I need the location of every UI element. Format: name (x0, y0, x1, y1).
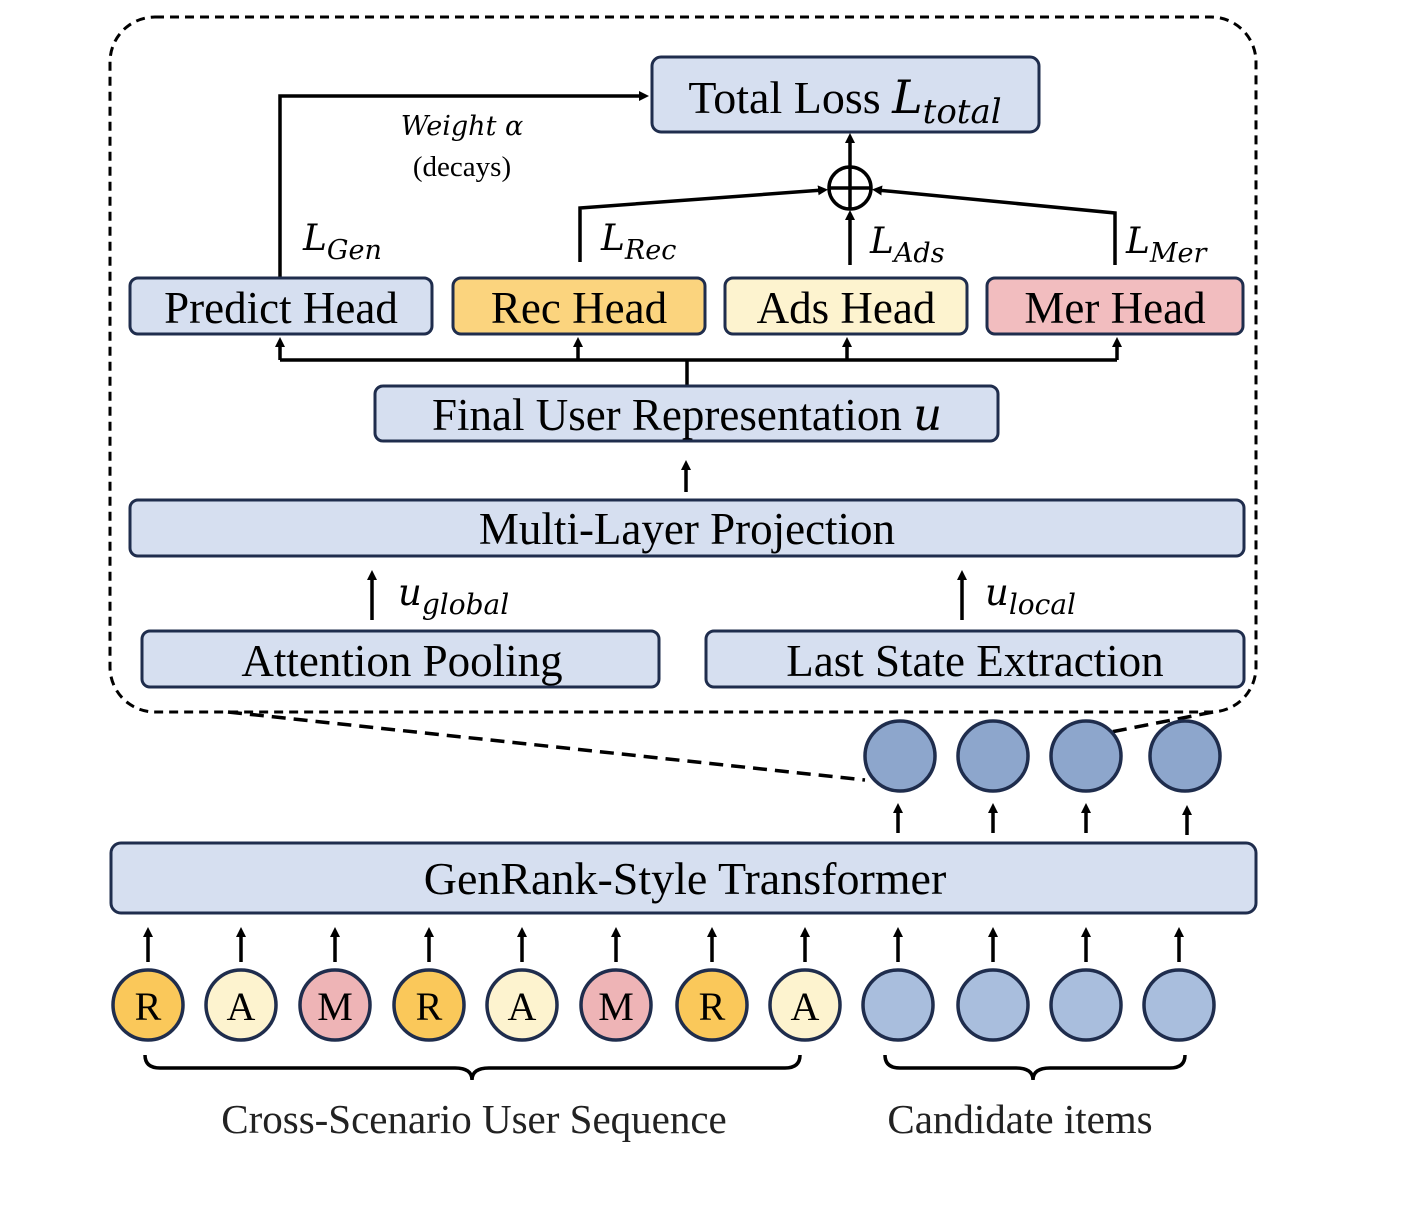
transformer-label: GenRank-Style Transformer (424, 853, 947, 904)
candidate-items-brace (883, 1054, 1187, 1081)
user-sequence-brace (143, 1054, 802, 1081)
L-rec-label: LRec (600, 218, 676, 266)
token-M: M (298, 968, 372, 1042)
token-R: R (675, 968, 749, 1042)
ads-head-label: Ads Head (757, 283, 936, 333)
output-node (1049, 719, 1123, 793)
token-A: A (204, 968, 278, 1042)
multi-layer-projection-label: Multi-Layer Projection (479, 504, 895, 554)
candidate-items-caption: Candidate items (887, 1096, 1152, 1142)
token-M: M (579, 968, 653, 1042)
svg-text:R: R (699, 984, 726, 1029)
transformer-box (109, 841, 1258, 915)
token-R: R (111, 968, 185, 1042)
u-global-label: uglobal (398, 571, 509, 621)
rec-loss-line (578, 185, 828, 262)
mer-head-box (985, 276, 1245, 336)
ads-head-box (723, 276, 969, 336)
output-node (863, 719, 937, 793)
multi-layer-projection-box (128, 498, 1246, 558)
decays-label: (decays) (413, 151, 511, 183)
candidate-item (956, 968, 1030, 1042)
output-node (1148, 719, 1222, 793)
zoom-line-left (227, 710, 866, 782)
attention-pooling-box (140, 629, 661, 689)
mer-loss-line (872, 185, 1117, 265)
svg-text:M: M (317, 984, 353, 1029)
token-A: A (485, 968, 559, 1042)
last-state-extraction-box (704, 629, 1246, 689)
L-gen-label: LGen (302, 218, 382, 266)
candidate-item (1049, 968, 1123, 1042)
L-ads-label: LAds (869, 221, 945, 269)
svg-text:R: R (416, 984, 443, 1029)
gen-loss-line (278, 91, 649, 278)
predict-head-label: Predict Head (164, 283, 398, 333)
candidate-item (1142, 968, 1216, 1042)
dashed-zoom-frame (108, 15, 1258, 714)
L-mer-label: LMer (1125, 221, 1209, 269)
token-R: R (392, 968, 466, 1042)
attention-pooling-label: Attention Pooling (241, 636, 562, 686)
last-state-extraction-label: Last State Extraction (786, 636, 1163, 686)
svg-text:A: A (791, 984, 820, 1029)
u-local-label: ulocal (985, 571, 1076, 621)
output-node (956, 719, 1030, 793)
svg-text:A: A (227, 984, 256, 1029)
rec-head-box (451, 276, 707, 336)
candidate-item (861, 968, 935, 1042)
token-A: A (768, 968, 842, 1042)
predict-head-box (128, 276, 434, 336)
user-sequence-caption: Cross-Scenario User Sequence (221, 1096, 727, 1142)
final-user-rep-label: Final User Representation u (432, 388, 942, 441)
total-loss-label: Total Loss Ltotal (688, 70, 1001, 132)
final-user-rep-box (373, 384, 1000, 443)
svg-text:A: A (508, 984, 537, 1029)
svg-text:R: R (135, 984, 162, 1029)
total-loss-box (650, 55, 1041, 134)
mer-head-label: Mer Head (1024, 283, 1205, 333)
svg-text:M: M (598, 984, 634, 1029)
rec-head-label: Rec Head (491, 283, 667, 333)
weight-alpha-label: Weight α (401, 111, 524, 142)
